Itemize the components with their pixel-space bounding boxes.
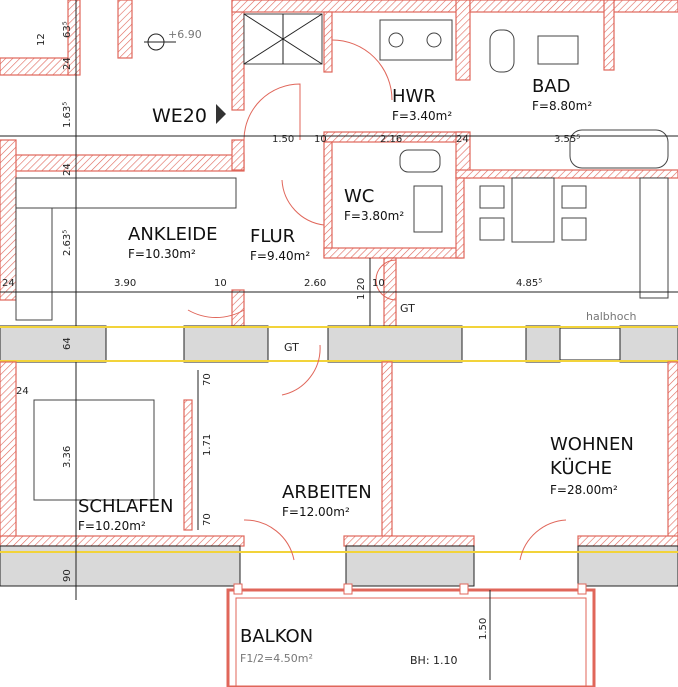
room-area-arbeiten: F=12.00m² xyxy=(282,505,350,519)
room-name-ankleide: ANKLEIDE xyxy=(128,224,218,245)
dim-150: 1.50 xyxy=(272,134,294,145)
dim-70a: 70 xyxy=(202,373,213,386)
level-mark: +6.90 xyxy=(168,28,202,41)
dim-24a: 24 xyxy=(62,57,73,70)
label-gt-1: GT xyxy=(284,341,299,354)
dim-10c: 10 xyxy=(372,278,385,289)
room-area-wohnen: F=28.00m² xyxy=(550,483,618,497)
room-area-hwr: F=3.40m² xyxy=(392,109,452,123)
dim-24d: 24 xyxy=(2,278,15,289)
balcony-height: BH: 1.10 xyxy=(410,654,458,667)
dim-171: 1.71 xyxy=(202,434,213,456)
unit-label: WE20 xyxy=(152,105,207,127)
dim-64: 64 xyxy=(62,337,73,350)
dim-24b: 24 xyxy=(62,163,73,176)
room-name-hwr: HWR xyxy=(392,86,436,107)
room-name-wc: WC xyxy=(344,186,374,207)
room-name-bad: BAD xyxy=(532,76,571,97)
room-name-arbeiten: ARBEITEN xyxy=(282,482,372,503)
dim-263: 2.63⁵ xyxy=(62,230,73,256)
dim-120: 1.20 xyxy=(356,278,367,300)
room-area-flur: F=9.40m² xyxy=(250,249,310,263)
room-name-balkon: BALKON xyxy=(240,626,313,647)
room-area-bad: F=8.80m² xyxy=(532,99,592,113)
room-area-ankleide: F=10.30m² xyxy=(128,247,196,261)
door-swings xyxy=(187,39,567,561)
dim-336: 3.36 xyxy=(62,446,73,468)
room-name-schlafen: SCHLAFEN xyxy=(78,496,173,517)
dim-10b: 10 xyxy=(214,278,227,289)
room-name-wohnen: WOHNEN xyxy=(550,434,634,455)
outer-wall-band xyxy=(0,325,678,363)
dim-63: 63⁵ xyxy=(62,21,73,38)
furniture xyxy=(15,13,669,501)
dim-10a: 10 xyxy=(314,134,327,145)
dim-260: 2.60 xyxy=(304,278,326,289)
dim-24e: 24 xyxy=(16,386,29,397)
walls-lower xyxy=(0,361,678,587)
dim-355: 3.55⁵ xyxy=(554,134,580,145)
dim-485: 4.85⁵ xyxy=(516,278,542,289)
dim-216: 2.16 xyxy=(380,134,402,145)
dim-12: 12 xyxy=(36,33,47,46)
walls-upper xyxy=(0,0,678,327)
room-area-schlafen: F=10.20m² xyxy=(78,519,146,533)
dim-90: 90 xyxy=(62,569,73,582)
dim-24c: 24 xyxy=(456,134,469,145)
room-name-kueche: KÜCHE xyxy=(550,457,612,479)
room-name-flur: FLUR xyxy=(250,226,295,247)
note-halbhoch: halbhoch xyxy=(586,310,637,323)
label-gt-2: GT xyxy=(400,302,415,315)
balcony-outline xyxy=(226,583,596,687)
dim-70b: 70 xyxy=(202,513,213,526)
dim-390: 3.90 xyxy=(114,278,136,289)
dim-150b: 1.50 xyxy=(478,618,489,640)
room-area-wc: F=3.80m² xyxy=(344,209,404,223)
dim-163: 1.63⁵ xyxy=(62,102,73,128)
room-area-balkon: F1/2=4.50m² xyxy=(240,652,313,665)
